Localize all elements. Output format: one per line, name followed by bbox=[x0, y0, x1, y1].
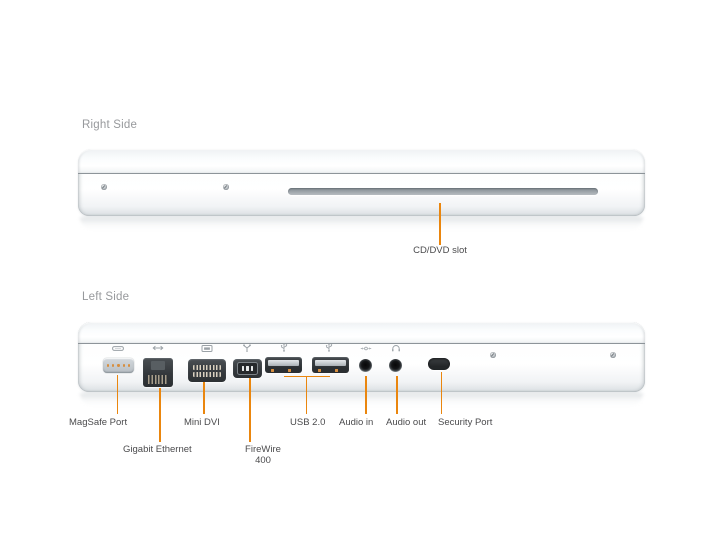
ethernet-arrows-icon bbox=[152, 345, 164, 351]
magsafe-icon bbox=[112, 346, 124, 351]
cd-dvd-slot-leader-line bbox=[439, 203, 441, 245]
ethernet-pins bbox=[148, 375, 168, 384]
usb-label: USB 2.0 bbox=[290, 417, 326, 428]
firewire-pin bbox=[251, 366, 254, 371]
mini-dvi-label: Mini DVI bbox=[184, 417, 220, 428]
firewire-400-port bbox=[233, 359, 262, 378]
usb-trident-icon bbox=[280, 343, 288, 352]
usb-tongue bbox=[268, 359, 299, 366]
magsafe-pin bbox=[128, 364, 131, 367]
mini-dvi-port bbox=[188, 359, 226, 382]
usb-leader-connector-line bbox=[284, 375, 330, 377]
mini-dvi-leader-line bbox=[203, 382, 205, 414]
screw-icon bbox=[490, 352, 496, 358]
audio-out-port bbox=[389, 359, 402, 372]
macbook-left-side-view bbox=[78, 322, 645, 392]
ethernet-label: Gigabit Ethernet bbox=[123, 444, 192, 455]
audio-out-leader-line bbox=[396, 376, 398, 414]
usb-port-1 bbox=[265, 357, 302, 373]
audio-in-label: Audio in bbox=[339, 417, 374, 428]
gigabit-ethernet-port bbox=[143, 358, 173, 387]
magsafe-pin bbox=[122, 364, 126, 367]
cd-dvd-slot-label: CD/DVD slot bbox=[413, 245, 467, 256]
usb-contact bbox=[271, 369, 274, 372]
firewire-label-line2: 400 bbox=[255, 454, 271, 466]
firewire-pin bbox=[246, 366, 249, 371]
firewire-label-line1: FireWire bbox=[245, 444, 281, 455]
mini-dvi-pins bbox=[193, 371, 221, 377]
ethernet-leader-line bbox=[159, 388, 161, 442]
macbook-right-side-view bbox=[78, 149, 645, 216]
magsafe-port bbox=[103, 358, 134, 373]
audio-in-icon bbox=[360, 346, 372, 351]
lid-seam bbox=[78, 149, 645, 174]
right-side-heading: Right Side bbox=[82, 119, 138, 131]
firewire-label: FireWire 400 bbox=[245, 444, 281, 466]
mini-dvi-pins bbox=[193, 364, 221, 370]
magsafe-pin bbox=[111, 364, 115, 367]
audio-in-leader-line bbox=[365, 376, 367, 414]
screw-icon bbox=[610, 352, 616, 358]
usb-port-2 bbox=[312, 357, 349, 373]
usb-contact bbox=[288, 369, 291, 372]
firewire-pin bbox=[241, 366, 244, 371]
usb-contact bbox=[335, 369, 338, 372]
security-leader-line bbox=[440, 372, 442, 414]
display-icon bbox=[201, 345, 213, 352]
usb-leader-line bbox=[305, 375, 307, 414]
lid-seam bbox=[78, 322, 645, 344]
usb-trident-icon bbox=[325, 343, 333, 352]
usb-tongue bbox=[315, 359, 346, 366]
headphones-icon bbox=[392, 345, 400, 352]
firewire-socket bbox=[237, 362, 258, 375]
firewire-leader-line bbox=[249, 378, 251, 442]
right-side-reflection bbox=[80, 217, 643, 230]
audio-out-label: Audio out bbox=[386, 417, 427, 428]
left-side-reflection bbox=[80, 393, 643, 406]
magsafe-pin bbox=[117, 364, 120, 367]
ethernet-clip-tab bbox=[151, 361, 165, 370]
cd-dvd-slot bbox=[288, 188, 598, 195]
magsafe-leader-line bbox=[116, 375, 118, 414]
audio-in-port bbox=[359, 359, 372, 372]
left-side-heading: Left Side bbox=[82, 291, 130, 303]
firewire-y-icon bbox=[243, 344, 251, 352]
security-port bbox=[428, 358, 450, 370]
security-label: Security Port bbox=[438, 417, 493, 428]
magsafe-pin bbox=[106, 364, 109, 367]
magsafe-label: MagSafe Port bbox=[69, 417, 128, 428]
screw-icon bbox=[101, 184, 107, 190]
screw-icon bbox=[223, 184, 229, 190]
usb-contact bbox=[318, 369, 321, 372]
